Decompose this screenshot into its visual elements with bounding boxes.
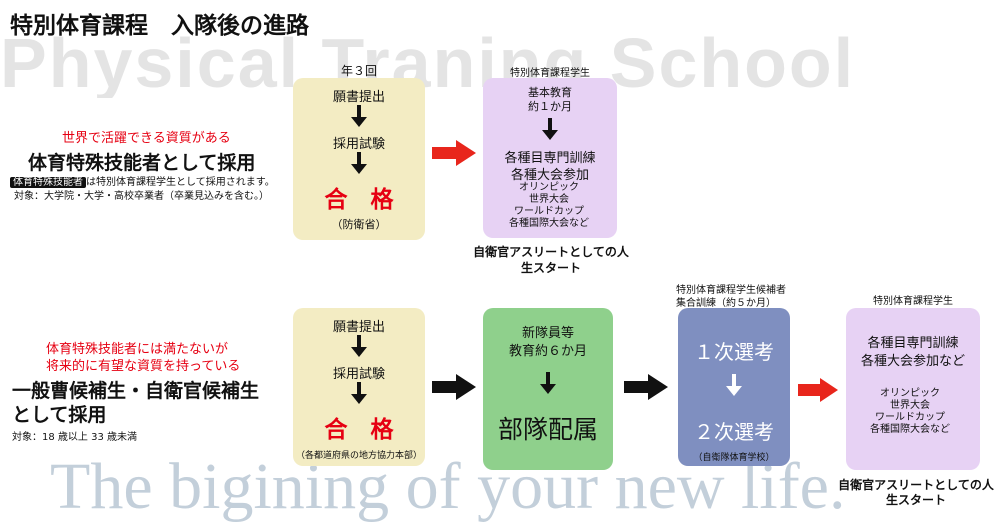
- black-arrow-icon: [624, 374, 668, 400]
- black-arrow-icon: [432, 374, 476, 400]
- row1-box1-above: 年３回: [340, 64, 377, 78]
- row2-box3-sub: （自衛隊体育学校）: [693, 453, 775, 463]
- row2-box4-above: 特別体育課程学生: [873, 296, 953, 307]
- row2-box1-sub: （各都道府県の地方協力本部）: [295, 451, 422, 461]
- row2-box4-events: オリンピック 世界大会 ワールドカップ 各種国際大会など: [870, 388, 950, 436]
- row2-box1: 願書提出 採用試験 合 格 （各都道府県の地方協力本部）: [293, 308, 425, 466]
- row2-heading1: 一般曹候補生・自衛官候補生: [12, 380, 260, 402]
- event-item: 各種国際大会など: [509, 218, 589, 229]
- row1-target: 対象：大学院・大学・高校卒業者（卒業見込みを含む。）: [14, 191, 269, 202]
- row2-target: 対象：18 歳以上 33 歳未満: [12, 432, 137, 443]
- row1-box1-pass: 合 格: [324, 187, 394, 213]
- row1-box1: 願書提出 採用試験 合 格 （防衛省）: [293, 78, 425, 240]
- row1-note-text: は特別体育課程学生として採用されます。: [86, 177, 275, 188]
- event-item: ワールドカップ: [514, 206, 584, 217]
- row1-tagline: 世界で活躍できる資質がある: [62, 131, 231, 146]
- event-item: 各種国際大会など: [870, 424, 950, 435]
- row1-box2-line1: 基本教育: [528, 86, 572, 99]
- row2-box3-sel2: ２次選考: [694, 420, 774, 444]
- row2-box2-line1: 新隊員等: [521, 326, 574, 341]
- page-title: 特別体育課程 入隊後の進路: [10, 13, 309, 39]
- row1-heading: 体育特殊技能者として採用: [28, 152, 256, 174]
- row1-box1-sub: （防衛省）: [331, 218, 387, 231]
- row2-box3: １次選考 ２次選考 （自衛隊体育学校）: [678, 308, 790, 466]
- row2-heading2: として採用: [12, 404, 107, 426]
- event-item: オリンピック: [519, 182, 579, 193]
- row1-note: 体育特殊技能者は特別体育課程学生として採用されます。: [10, 173, 275, 188]
- row2-box1-pass: 合 格: [324, 417, 394, 443]
- event-item: 世界大会: [529, 194, 569, 205]
- row2-caption: 自衛官アスリートとしての人生スタート: [838, 478, 994, 507]
- row2-box2: 新隊員等 教育約６か月 部隊配属: [483, 308, 613, 470]
- row2-box4-line1: 各種目専門訓練: [867, 336, 959, 351]
- row2-box4: 各種目専門訓練 各種大会参加など オリンピック 世界大会 ワールドカップ 各種国…: [846, 308, 980, 470]
- row1-caption: 自衛官アスリートとしての人生スタート: [473, 245, 629, 275]
- row2-box1-step1: 願書提出: [332, 320, 385, 335]
- event-item: 世界大会: [890, 400, 930, 411]
- row1-box2-line2: 約１か月: [528, 100, 572, 113]
- row2-tagline1: 体育特殊技能者には満たないが: [46, 342, 229, 357]
- event-item: オリンピック: [880, 388, 940, 399]
- row1-box2-line4: 各種大会参加: [510, 168, 589, 183]
- row2-box3-above2: 集合訓練（約５か月）: [676, 298, 776, 309]
- row1-badge: 体育特殊技能者: [10, 177, 86, 188]
- row2-box4-line2: 各種大会参加など: [860, 354, 965, 369]
- watermark-top: Physical Traning School: [0, 28, 856, 98]
- row2-box2-main: 部隊配属: [497, 415, 598, 444]
- row2-box3-above1: 特別体育課程学生候補者: [676, 285, 786, 296]
- row2-box2-line2: 教育約６か月: [508, 344, 587, 359]
- red-arrow-icon: [432, 140, 476, 166]
- row2-tagline2: 将来的に有望な資質を持っている: [46, 359, 241, 374]
- row1-box2-above: 特別体育課程学生: [510, 68, 590, 79]
- row1-box1-step2: 採用試験: [332, 137, 385, 152]
- row2-box1-step2: 採用試験: [332, 367, 385, 382]
- row1-box2-line3: 各種目専門訓練: [504, 151, 596, 166]
- row1-box2-events: オリンピック 世界大会 ワールドカップ 各種国際大会など: [509, 182, 589, 230]
- event-item: ワールドカップ: [875, 412, 945, 423]
- row2-box3-sel1: １次選考: [694, 340, 774, 364]
- row1-box1-step1: 願書提出: [332, 90, 385, 105]
- red-arrow-icon: [798, 378, 838, 402]
- row1-box2: 基本教育 約１か月 各種目専門訓練 各種大会参加 オリンピック 世界大会 ワール…: [483, 78, 617, 238]
